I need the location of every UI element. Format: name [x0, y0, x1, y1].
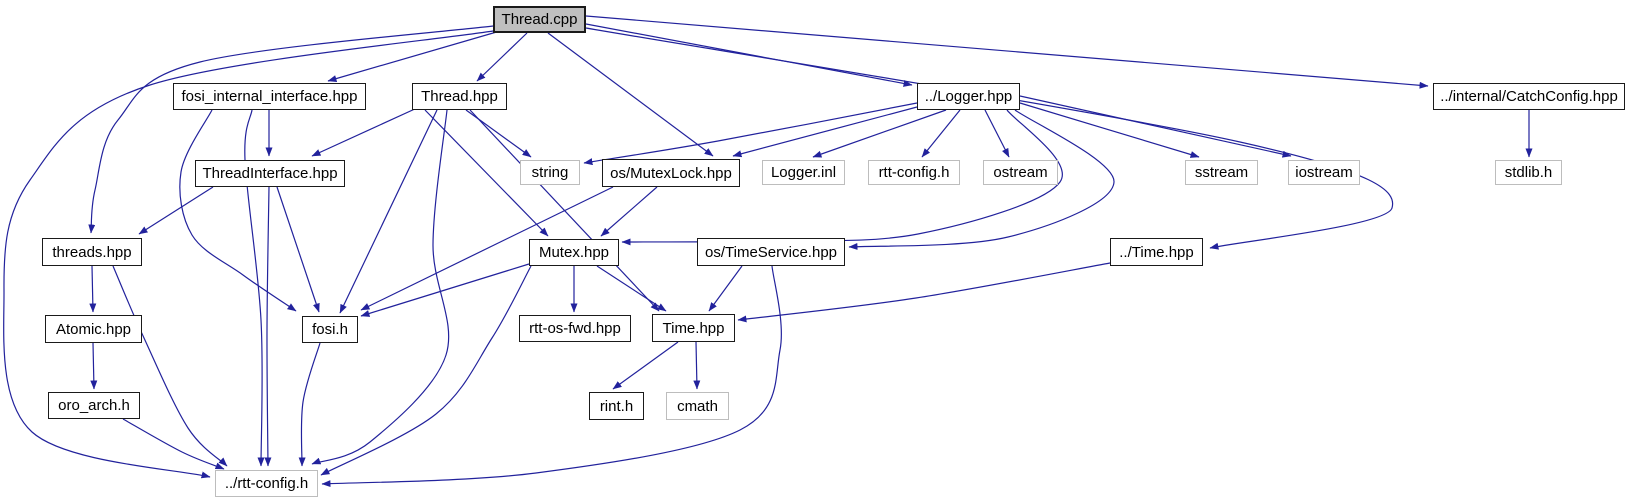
graph-node-mutex-hpp[interactable]: Mutex.hpp: [529, 239, 619, 266]
graph-node-atomic-hpp[interactable]: Atomic.hpp: [45, 315, 142, 343]
edge-oro_arch-to-rtt_config_parent: [122, 418, 225, 470]
edge-threadinterface-to-rtt_config_parent: [264, 186, 272, 467]
edge-thread_cpp-to-fosi_internal: [327, 30, 501, 82]
graph-node-cmath[interactable]: cmath: [666, 392, 729, 420]
edge-fosi_internal-to-rtt_config_parent: [244, 109, 265, 467]
graph-node-oro-arch[interactable]: oro_arch.h: [48, 392, 140, 419]
edge-atomic_hpp-to-oro_arch: [90, 342, 98, 390]
edge-mutexlock-to-mutex_hpp: [600, 186, 658, 237]
graph-node-logger-hpp[interactable]: ../Logger.hpp: [917, 83, 1020, 110]
graph-node-rint-h[interactable]: rint.h: [589, 392, 644, 420]
edge-thread_hpp-to-fosi_h: [339, 109, 438, 314]
edge-thread_cpp-to-mutexlock: [547, 32, 714, 157]
edge-thread_cpp-to-threads_hpp: [88, 25, 494, 234]
graph-node-rtt-os-fwd[interactable]: rtt-os-fwd.hpp: [519, 315, 631, 342]
graph-node-string[interactable]: string: [520, 160, 580, 185]
edge-threadinterface-to-fosi_h: [276, 186, 320, 313]
edge-time_parent-to-time_hpp: [737, 262, 1111, 323]
graph-node-mutexlock[interactable]: os/MutexLock.hpp: [602, 159, 740, 187]
edge-time_hpp-to-rint_h: [612, 341, 679, 390]
edge-thread_hpp-to-threadinterface: [311, 107, 418, 157]
graph-node-threadinterface[interactable]: ThreadInterface.hpp: [195, 160, 345, 187]
edge-logger_hpp-to-timeservice: [848, 109, 1115, 250]
edge-threadinterface-to-threads_hpp: [138, 186, 214, 235]
edge-logger_hpp-to-rtt_config_h: [921, 109, 961, 158]
edge-logger_hpp-to-ostream: [984, 109, 1010, 158]
graph-node-thread-cpp[interactable]: Thread.cpp: [493, 6, 586, 33]
edge-thread_cpp-to-rtt_config_parent: [3, 30, 494, 479]
edge-mutex_hpp-to-rtt_config_parent: [320, 265, 532, 476]
graph-node-stdlib-h[interactable]: stdlib.h: [1495, 160, 1562, 185]
graph-node-catchconfig[interactable]: ../internal/CatchConfig.hpp: [1433, 83, 1625, 110]
graph-node-logger-inl[interactable]: Logger.inl: [762, 160, 845, 185]
graph-node-iostream[interactable]: iostream: [1288, 160, 1360, 185]
graph-node-fosi-h[interactable]: fosi.h: [302, 316, 358, 343]
edge-mutex_hpp-to-time_hpp: [596, 265, 667, 312]
edge-threads_hpp-to-atomic_hpp: [89, 265, 97, 313]
graph-node-threads-hpp[interactable]: threads.hpp: [42, 238, 142, 266]
edge-fosi_internal-to-fosi_h: [179, 109, 297, 312]
edge-thread_cpp-to-logger_hpp: [585, 23, 913, 87]
edge-timeservice-to-time_hpp: [708, 265, 743, 312]
edge-mutex_hpp-to-fosi_h: [360, 263, 530, 317]
edge-logger_hpp-to-mutexlock: [732, 106, 918, 158]
graph-node-timeservice[interactable]: os/TimeService.hpp: [697, 238, 845, 266]
edge-threads_hpp-to-rtt_config_parent: [112, 265, 228, 467]
edge-thread_cpp-to-thread_hpp: [476, 32, 528, 82]
graph-node-thread-hpp[interactable]: Thread.hpp: [412, 83, 507, 110]
edge-time_hpp-to-cmath: [693, 341, 701, 390]
graph-node-ostream[interactable]: ostream: [983, 160, 1058, 185]
graph-node-rtt-config-parent[interactable]: ../rtt-config.h: [215, 470, 318, 497]
edge-fosi_h-to-rtt_config_parent: [298, 342, 321, 467]
edge-thread_hpp-to-rtt_config_parent: [311, 109, 450, 465]
graph-node-time-hpp[interactable]: Time.hpp: [652, 314, 735, 342]
graph-node-rtt-config-h[interactable]: rtt-config.h: [868, 160, 960, 185]
edge-thread_hpp-to-mutex_hpp: [424, 109, 549, 237]
edge-logger_hpp-to-sstream: [1019, 102, 1200, 158]
edge-timeservice-to-rtt_config_parent: [321, 265, 782, 488]
edge-thread_hpp-to-string: [465, 109, 532, 158]
edge-logger_hpp-to-logger_inl: [812, 109, 947, 158]
edge-logger_hpp-to-iostream: [1019, 95, 1292, 158]
edge-mutexlock-to-fosi_h: [360, 186, 614, 311]
graph-node-time-parent[interactable]: ../Time.hpp: [1110, 238, 1203, 266]
graph-node-fosi-internal[interactable]: fosi_internal_interface.hpp: [173, 83, 366, 110]
edge-logger_hpp-to-string: [583, 102, 918, 166]
edge-thread_cpp-to-time_parent: [585, 27, 1394, 250]
edge-thread_cpp-to-catchconfig: [585, 15, 1429, 89]
graph-node-sstream[interactable]: sstream: [1185, 160, 1258, 185]
